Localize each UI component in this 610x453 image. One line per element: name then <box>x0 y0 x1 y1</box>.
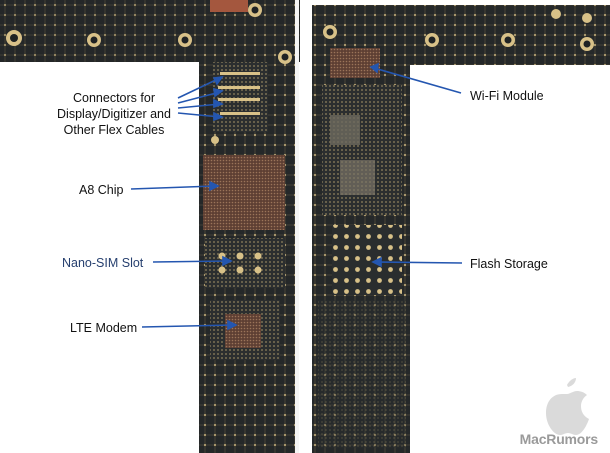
connectors-label: Connectors for Display/Digitizer and Oth… <box>38 90 190 138</box>
connectors-label-line3: Other Flex Cables <box>63 123 165 137</box>
connectors-label-line1: Connectors for <box>73 91 155 105</box>
connectors-label-line2: Display/Digitizer and <box>57 107 171 121</box>
nano-sim-slot-label: Nano-SIM Slot <box>62 256 144 270</box>
annotation-arrows <box>130 62 463 331</box>
wifi-module-label: Wi-Fi Module <box>470 89 544 103</box>
flash-storage-label: Flash Storage <box>470 257 548 271</box>
apple-logo-icon <box>546 378 589 435</box>
watermark: MacRumors <box>519 431 599 447</box>
right-board <box>312 5 610 453</box>
lte-modem-label: LTE Modem <box>70 321 138 335</box>
a8-chip-label: A8 Chip <box>79 183 124 197</box>
left-board <box>0 0 300 453</box>
